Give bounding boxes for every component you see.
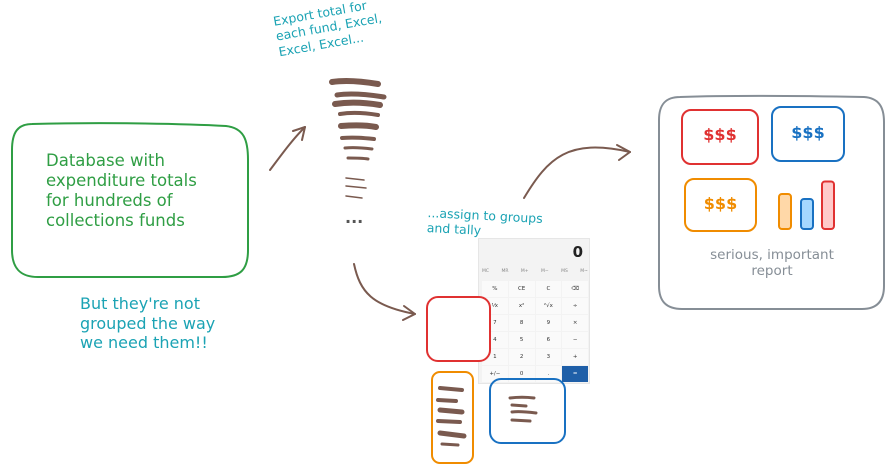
calculator-key: 2 bbox=[508, 349, 535, 365]
calculator-memory-key: M~ bbox=[580, 269, 588, 274]
calculator-memory-key: M+ bbox=[520, 269, 529, 274]
calculator-key: − bbox=[562, 332, 588, 348]
report-frame bbox=[658, 94, 885, 310]
calculator-memory-row: MC MR M+ M− MS M~ bbox=[482, 269, 588, 274]
report-orange-label: $$$ bbox=[703, 194, 738, 213]
database-box-outline bbox=[11, 122, 249, 278]
export-scribble-list bbox=[329, 77, 387, 199]
calculator-equals-key: = bbox=[562, 366, 588, 382]
blue-bin-scribble bbox=[508, 395, 538, 423]
calculator-memory-key: MC bbox=[482, 269, 490, 274]
calculator-key: ²√x bbox=[535, 298, 562, 314]
calculator-key: C bbox=[535, 281, 562, 297]
assign-note: ...assign to groups and tally bbox=[426, 205, 544, 239]
calculator-key: 9 bbox=[535, 315, 562, 331]
arrow-to-export bbox=[269, 126, 306, 171]
report-orange-box bbox=[684, 178, 757, 232]
calculator-memory-key: MS bbox=[561, 269, 568, 274]
calculator-key: % bbox=[482, 281, 508, 297]
calculator-key: CE bbox=[508, 281, 535, 297]
report-blue-box bbox=[771, 106, 845, 162]
report-blue-label: $$$ bbox=[791, 123, 825, 142]
arrow-to-report bbox=[523, 144, 631, 199]
red-bin bbox=[426, 296, 491, 362]
calculator-display: 0 bbox=[572, 243, 583, 261]
report-red-label: $$$ bbox=[703, 125, 737, 144]
report-caption: serious, important report bbox=[710, 247, 834, 280]
calculator-key: 5 bbox=[508, 332, 535, 348]
calculator-key: + bbox=[562, 349, 588, 365]
report-red-box bbox=[681, 109, 759, 165]
calculator-memory-key: M− bbox=[541, 269, 549, 274]
calculator-key: ⌫ bbox=[562, 281, 588, 297]
export-list-ellipsis: ... bbox=[345, 208, 364, 227]
calculator-key: 3 bbox=[535, 349, 562, 365]
database-text: Database with expenditure totals for hun… bbox=[46, 151, 197, 231]
blue-bin bbox=[489, 378, 566, 444]
calculator-memory-key: MR bbox=[501, 269, 509, 274]
calculator-key: x² bbox=[508, 298, 535, 314]
report-bar bbox=[800, 198, 814, 230]
calculator-key: ÷ bbox=[562, 298, 588, 314]
problem-note: But they're not grouped the way we need … bbox=[80, 294, 216, 353]
calculator-key: 6 bbox=[535, 332, 562, 348]
orange-bin bbox=[431, 371, 474, 464]
calculator-key: × bbox=[562, 315, 588, 331]
report-bar bbox=[821, 180, 835, 230]
arrow-to-bins bbox=[353, 263, 416, 321]
calculator-key: 8 bbox=[508, 315, 535, 331]
report-bar bbox=[778, 193, 792, 230]
orange-bin-scribble bbox=[436, 386, 467, 447]
